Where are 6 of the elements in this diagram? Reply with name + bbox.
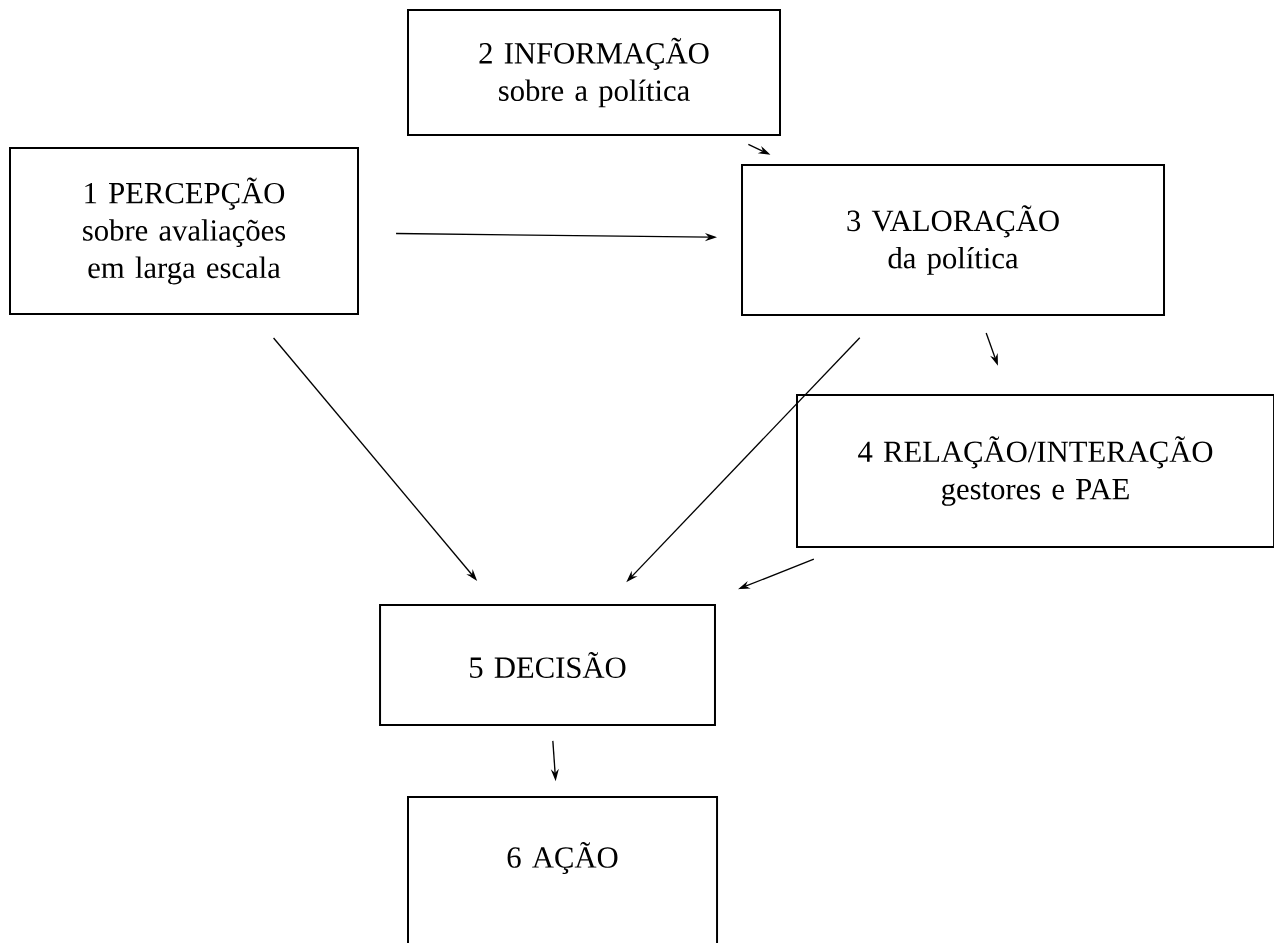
process-box: 3 VALORAÇÃO da política xyxy=(741,164,1165,316)
process-box: 6 AÇÃO xyxy=(406,796,719,943)
process-box: 4 RELAÇÃO/INTERAÇÃO gestores e PAE xyxy=(796,394,1274,548)
process-box: 2 INFORMAÇÃO sobre a política xyxy=(407,8,781,137)
process-box: 1 PERCEPÇÃO sobre avaliações em larga escala xyxy=(9,147,359,315)
process-box: 5 DECISÃO xyxy=(379,604,716,726)
